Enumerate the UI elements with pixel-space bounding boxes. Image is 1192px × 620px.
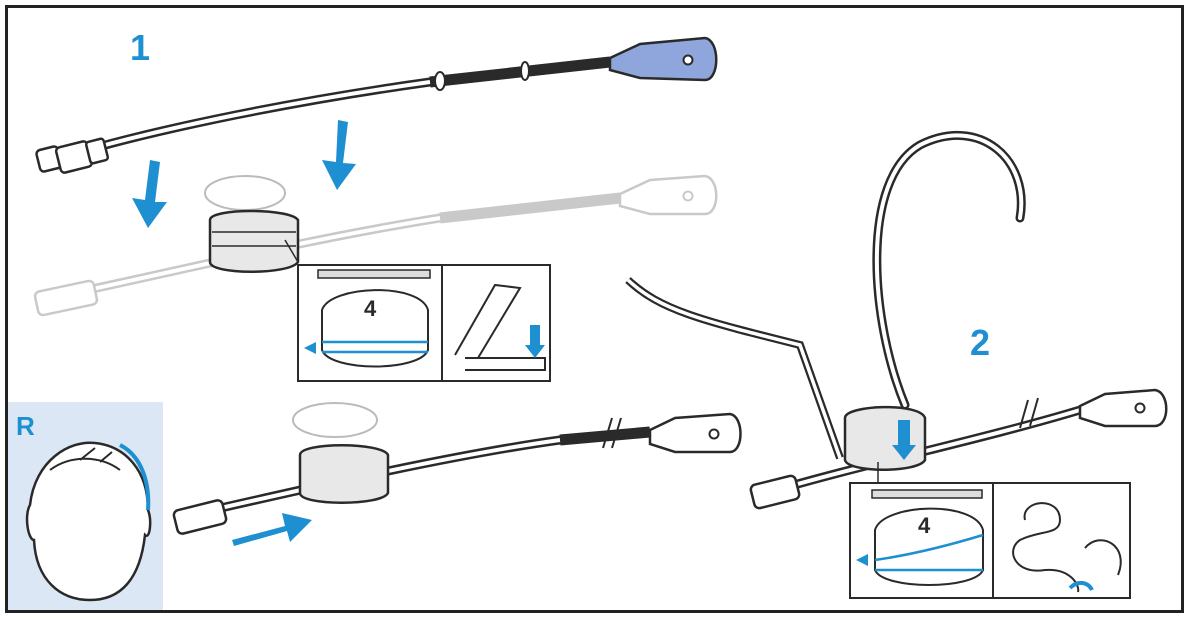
cable-clip-bottom — [292, 402, 390, 504]
side-right-label: R — [16, 411, 35, 441]
earhook-assembly — [625, 130, 1168, 510]
clip-number-top: 4 — [364, 296, 377, 321]
boom-microphone-assembled — [172, 412, 742, 535]
step-2-label: 2 — [970, 322, 991, 363]
plug-connector — [35, 137, 110, 174]
boom-microphone-top — [35, 36, 718, 174]
head-icon — [25, 441, 152, 602]
right-arrow-icon — [232, 513, 312, 546]
cable-clip-top — [204, 175, 300, 273]
down-arrow-icon — [132, 160, 167, 228]
detail-inset-bottom — [849, 462, 1131, 599]
clip-number-bottom: 4 — [918, 513, 931, 538]
detail-inset-top — [284, 239, 551, 382]
step-1-label: 1 — [130, 27, 151, 68]
down-arrow-icon — [322, 120, 356, 190]
